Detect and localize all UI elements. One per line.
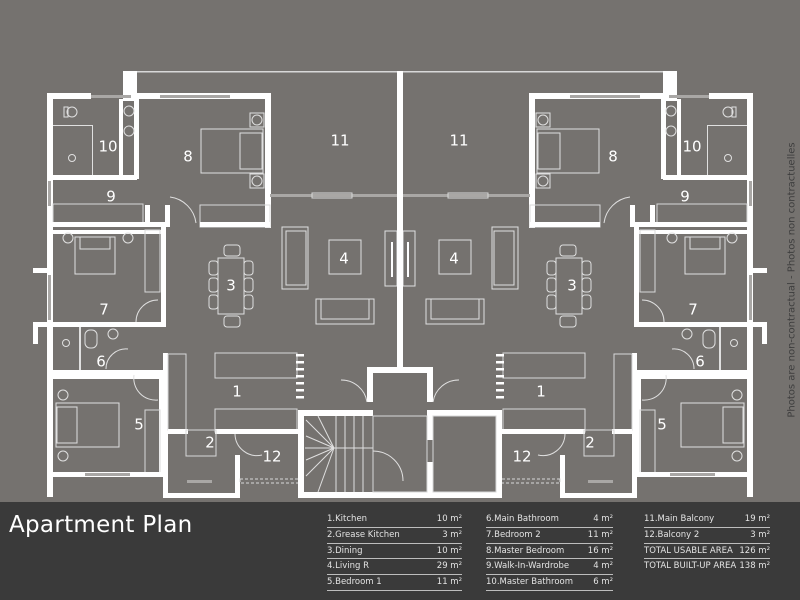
legend-total-usable: TOTAL USABLE AREA 126 m² bbox=[644, 544, 770, 560]
legend-room-area: 3 m² bbox=[442, 529, 462, 540]
room-label-bedroom-2: 7 bbox=[99, 301, 109, 319]
room-label-balcony-2: 12 bbox=[262, 448, 281, 466]
room-labels-left: 1 2 3 4 5 6 7 8 9 10 11 12 bbox=[96, 132, 349, 466]
legend-room-area: 11 m² bbox=[587, 529, 613, 540]
legend-room-area: 6 m² bbox=[593, 577, 613, 588]
legend-room-area: 11 m² bbox=[436, 577, 462, 588]
legend-row: 5.Bedroom 1 11 m² bbox=[327, 575, 462, 591]
room-label-walk-in-wardrobe: 9 bbox=[680, 188, 690, 206]
room-label-master-bathroom: 10 bbox=[682, 138, 701, 156]
legend-room-area: 10 m² bbox=[436, 545, 462, 556]
legend-room-name: 1.Kitchen bbox=[327, 514, 368, 524]
legend-row: 4.Living R 29 m² bbox=[327, 559, 462, 576]
page-title: Apartment Plan bbox=[9, 512, 193, 538]
legend-room-area: 29 m² bbox=[436, 561, 462, 572]
room-label-main-balcony: 11 bbox=[449, 132, 468, 150]
room-label-master-bathroom: 10 bbox=[98, 138, 117, 156]
room-label-dining: 3 bbox=[226, 277, 236, 295]
legend-room-area: 19 m² bbox=[744, 514, 770, 524]
legend-row: 11.Main Balcony 19 m² bbox=[644, 512, 770, 528]
legend-row: 9.Walk-In-Wardrobe 4 m² bbox=[486, 559, 613, 576]
legend-panel: Apartment Plan 1.Kitchen 10 m² 2.Grease K… bbox=[0, 502, 800, 600]
room-label-walk-in-wardrobe: 9 bbox=[106, 188, 116, 206]
room-label-bedroom-1: 5 bbox=[134, 416, 144, 434]
disclaimer-text: Photos are non-contractual - Photos non … bbox=[786, 142, 798, 418]
legend-room-name: 7.Bedroom 2 bbox=[486, 529, 541, 540]
floor-plan: 1 2 3 4 5 6 7 8 9 10 11 12 1 2 3 4 5 6 7… bbox=[32, 70, 768, 499]
legend-row: 2.Grease Kitchen 3 m² bbox=[327, 528, 462, 544]
legend-row: 12.Balcony 2 3 m² bbox=[644, 528, 770, 544]
room-labels-right: 1 2 3 4 5 6 7 8 9 10 11 12 bbox=[449, 132, 705, 466]
legend-room-name: 8.Master Bedroom bbox=[486, 545, 565, 556]
legend-row: 8.Master Bedroom 16 m² bbox=[486, 544, 613, 560]
legend-room-name: 6.Main Bathroom bbox=[486, 514, 559, 524]
room-label-living: 4 bbox=[339, 250, 349, 268]
legend-room-area: 3 m² bbox=[750, 529, 770, 540]
legend-total-value: 126 m² bbox=[739, 545, 770, 556]
legend-row: 1.Kitchen 10 m² bbox=[327, 512, 462, 528]
room-label-kitchen: 1 bbox=[536, 383, 546, 401]
legend-room-name: 10.Master Bathroom bbox=[486, 577, 573, 588]
legend-total-label: TOTAL USABLE AREA bbox=[644, 545, 733, 556]
legend-column-3: 11.Main Balcony 19 m² 12.Balcony 2 3 m² TO… bbox=[644, 512, 770, 575]
legend-total-label: TOTAL BUILT-UP AREA bbox=[644, 561, 737, 572]
legend-room-area: 4 m² bbox=[593, 514, 613, 524]
legend-room-name: 12.Balcony 2 bbox=[644, 529, 700, 540]
room-label-main-balcony: 11 bbox=[330, 132, 349, 150]
legend-column-1: 1.Kitchen 10 m² 2.Grease Kitchen 3 m² 3.Di… bbox=[327, 512, 462, 591]
room-label-bedroom-1: 5 bbox=[657, 416, 667, 434]
room-label-dining: 3 bbox=[567, 277, 577, 295]
legend-row: 7.Bedroom 2 11 m² bbox=[486, 528, 613, 544]
legend-row: 6.Main Bathroom 4 m² bbox=[486, 512, 613, 528]
room-label-master-bedroom: 8 bbox=[608, 148, 618, 166]
room-label-bedroom-2: 7 bbox=[688, 301, 698, 319]
legend-room-name: 4.Living R bbox=[327, 561, 369, 572]
legend-row: 3.Dining 10 m² bbox=[327, 544, 462, 560]
room-label-master-bedroom: 8 bbox=[183, 148, 193, 166]
legend-column-2: 6.Main Bathroom 4 m² 7.Bedroom 2 11 m² 8.M… bbox=[486, 512, 613, 591]
legend-room-name: 11.Main Balcony bbox=[644, 514, 715, 524]
room-label-main-bathroom: 6 bbox=[695, 353, 705, 371]
room-label-grease-kitchen: 2 bbox=[205, 434, 215, 452]
legend-room-name: 5.Bedroom 1 bbox=[327, 577, 382, 588]
legend-room-area: 4 m² bbox=[593, 561, 613, 572]
room-label-main-bathroom: 6 bbox=[96, 353, 106, 371]
room-label-balcony-2: 12 bbox=[512, 448, 531, 466]
legend-room-area: 10 m² bbox=[436, 514, 462, 524]
room-label-kitchen: 1 bbox=[232, 383, 242, 401]
legend-room-name: 2.Grease Kitchen bbox=[327, 529, 400, 540]
legend-room-name: 3.Dining bbox=[327, 545, 363, 556]
legend-room-area: 16 m² bbox=[587, 545, 613, 556]
legend-total-value: 138 m² bbox=[739, 561, 770, 572]
room-label-living: 4 bbox=[449, 250, 459, 268]
legend-room-name: 9.Walk-In-Wardrobe bbox=[486, 561, 570, 572]
room-label-grease-kitchen: 2 bbox=[585, 434, 595, 452]
legend-row: 10.Master Bathroom 6 m² bbox=[486, 575, 613, 591]
